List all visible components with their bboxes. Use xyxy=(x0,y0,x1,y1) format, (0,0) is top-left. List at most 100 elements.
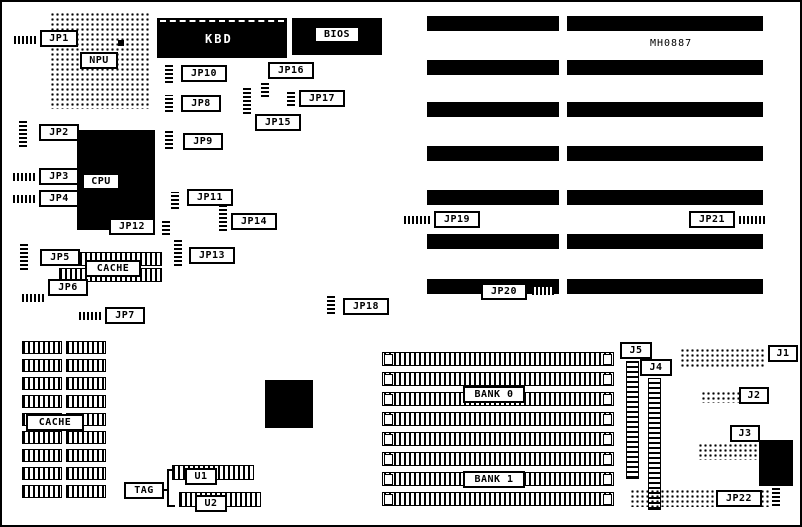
jp15-jumper-icon xyxy=(243,86,251,114)
cache-chip xyxy=(66,449,106,462)
isa-slot-3-short-segment xyxy=(427,102,559,117)
jp16-label: JP16 xyxy=(268,62,314,79)
bios-label: BIOS xyxy=(314,26,360,43)
jp6-jumper-icon xyxy=(22,294,44,302)
jp7-jumper-icon xyxy=(79,312,101,320)
jp7-label: JP7 xyxy=(105,307,145,324)
isa-slot-5-long-segment xyxy=(567,190,763,205)
npu-pin1-marker xyxy=(118,40,124,46)
cache-chip xyxy=(22,485,62,498)
isa-slot-3-long-segment xyxy=(567,102,763,117)
jp13-label: JP13 xyxy=(189,247,235,264)
jp10-jumper-icon xyxy=(165,65,173,83)
jp14-label: JP14 xyxy=(231,213,277,230)
npu-label: NPU xyxy=(80,52,118,69)
jp8-label: JP8 xyxy=(181,95,221,112)
jp11-jumper-icon xyxy=(171,192,179,209)
jp20-label: JP20 xyxy=(481,283,527,300)
jp10-label: JP10 xyxy=(181,65,227,82)
j5-label: J5 xyxy=(620,342,652,359)
isa-slot-1-long-segment xyxy=(567,16,763,31)
jp12-label: JP12 xyxy=(109,218,155,235)
j4-connector xyxy=(648,378,661,510)
cache-chip xyxy=(22,359,62,372)
jp21-jumper-icon xyxy=(739,216,765,224)
jp3-jumper-icon xyxy=(13,173,35,181)
jp11-label: JP11 xyxy=(187,189,233,206)
jp22-label: JP22 xyxy=(716,490,762,507)
jp16-jumper-icon xyxy=(261,81,269,97)
cache-chip xyxy=(66,341,106,354)
jp8-jumper-icon xyxy=(165,95,173,112)
j1-pin-header xyxy=(680,348,766,368)
cache-chip xyxy=(22,341,62,354)
j3-label: J3 xyxy=(730,425,760,442)
jp5-jumper-icon xyxy=(20,243,28,270)
jp17-jumper-icon xyxy=(287,91,295,106)
simm-socket-5 xyxy=(382,432,614,446)
jp20-jumper-icon xyxy=(532,287,554,295)
cache-chip xyxy=(66,431,106,444)
cpu-label: CPU xyxy=(82,173,120,190)
isa-slot-4-long-segment xyxy=(567,146,763,161)
asic-chip xyxy=(265,380,313,428)
j3-component xyxy=(759,440,793,486)
jp18-jumper-icon xyxy=(327,294,335,314)
jp5-label: JP5 xyxy=(40,249,80,266)
isa-slot-6-long-segment xyxy=(567,234,763,249)
jp3-label: JP3 xyxy=(39,168,79,185)
jp19-label: JP19 xyxy=(434,211,480,228)
cache-top-label: CACHE xyxy=(85,260,141,277)
j1-label: J1 xyxy=(768,345,798,362)
j3-pin-header xyxy=(698,443,760,460)
jp4-label: JP4 xyxy=(39,190,79,207)
j2-label: J2 xyxy=(739,387,769,404)
isa-slot-7-long-segment xyxy=(567,279,763,294)
j5-connector xyxy=(626,361,639,479)
jp21-label: JP21 xyxy=(689,211,735,228)
jp2-jumper-icon xyxy=(19,121,27,147)
j4-label: J4 xyxy=(640,359,672,376)
cache-chip xyxy=(66,467,106,480)
j2-pin-header xyxy=(701,391,745,403)
tag-bracket xyxy=(167,505,175,507)
cache-left-label: CACHE xyxy=(26,414,84,431)
u1-label: U1 xyxy=(185,468,217,485)
cache-chip xyxy=(66,395,106,408)
tag-bracket xyxy=(167,469,169,507)
cache-chip xyxy=(66,359,106,372)
isa-slot-2-short-segment xyxy=(427,60,559,75)
jp13-jumper-icon xyxy=(174,239,182,266)
u2-label: U2 xyxy=(195,495,227,512)
isa-slot-6-short-segment xyxy=(427,234,559,249)
jp9-jumper-icon xyxy=(165,131,173,149)
cache-chip xyxy=(66,377,106,390)
part-number: MH0887 xyxy=(650,38,693,49)
tag-label: TAG xyxy=(124,482,164,499)
isa-slot-1-short-segment xyxy=(427,16,559,31)
tag-bracket xyxy=(167,469,175,471)
simm-socket-2 xyxy=(382,372,614,386)
cache-chip xyxy=(22,431,62,444)
tag-bracket xyxy=(162,489,168,491)
jp18-label: JP18 xyxy=(343,298,389,315)
jp9-label: JP9 xyxy=(183,133,223,150)
cache-chip xyxy=(22,449,62,462)
cache-chip xyxy=(22,467,62,480)
simm-socket-6 xyxy=(382,452,614,466)
jp1-jumper-icon xyxy=(14,36,38,44)
simm-socket-1 xyxy=(382,352,614,366)
jp4-jumper-icon xyxy=(13,195,35,203)
simm-socket-4 xyxy=(382,412,614,426)
jp2-label: JP2 xyxy=(39,124,79,141)
jp12-jumper-icon xyxy=(162,219,170,235)
cache-chip xyxy=(22,395,62,408)
isa-slot-5-short-segment xyxy=(427,190,559,205)
isa-slot-2-long-segment xyxy=(567,60,763,75)
simm-socket-8 xyxy=(382,492,614,506)
cache-chip xyxy=(66,485,106,498)
jp17-label: JP17 xyxy=(299,90,345,107)
bank0-label: BANK 0 xyxy=(463,386,525,403)
isa-slot-4-short-segment xyxy=(427,146,559,161)
